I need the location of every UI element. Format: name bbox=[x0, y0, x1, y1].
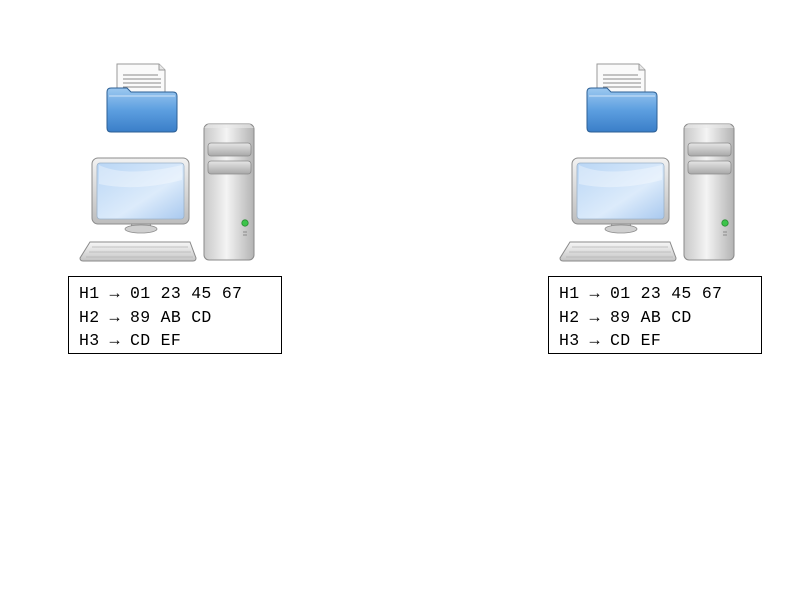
monitor-icon bbox=[571, 157, 670, 234]
folder-icon bbox=[106, 87, 178, 133]
hash-table: H1 → 01 23 45 67 H2 → 89 AB CD H3 → CD E… bbox=[548, 276, 762, 354]
hash-line: H3 → CD EF bbox=[559, 331, 662, 350]
hash-table: H1 → 01 23 45 67 H2 → 89 AB CD H3 → CD E… bbox=[68, 276, 282, 354]
station-left: H1 → 01 23 45 67 H2 → 89 AB CD H3 → CD E… bbox=[66, 60, 286, 360]
monitor-icon bbox=[91, 157, 190, 234]
power-led-icon bbox=[721, 219, 729, 227]
power-led-icon bbox=[241, 219, 249, 227]
folder-icon bbox=[586, 87, 658, 133]
keyboard-icon bbox=[559, 241, 677, 262]
hash-line: H1 → 01 23 45 67 bbox=[79, 284, 243, 303]
computer-illustration bbox=[559, 63, 735, 262]
computer-illustration bbox=[79, 63, 255, 262]
station-right: H1 → 01 23 45 67 H2 → 89 AB CD H3 → CD E… bbox=[546, 60, 766, 360]
tower-icon bbox=[683, 123, 735, 261]
hash-line: H1 → 01 23 45 67 bbox=[559, 284, 723, 303]
keyboard-icon bbox=[79, 241, 197, 262]
hash-line: H2 → 89 AB CD bbox=[559, 307, 692, 327]
hash-line: H3 → CD EF bbox=[79, 331, 182, 350]
tower-icon bbox=[203, 123, 255, 261]
hash-line: H2 → 89 AB CD bbox=[79, 307, 212, 327]
